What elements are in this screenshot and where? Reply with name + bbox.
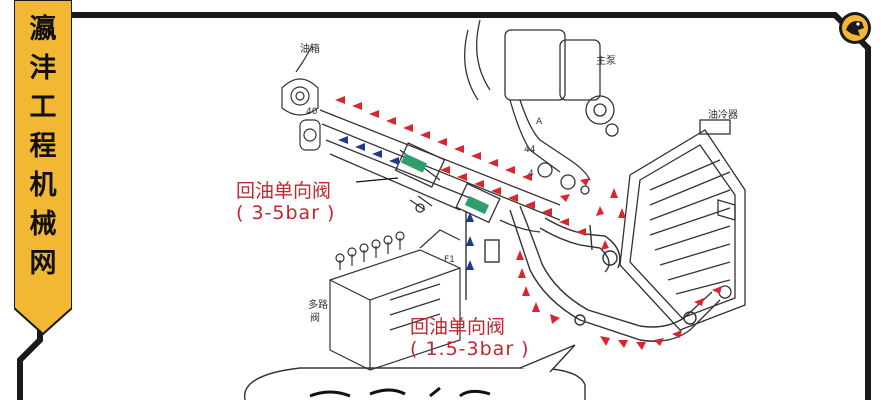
part-label-40: 40: [306, 107, 318, 117]
side-tab-char: 瀛: [29, 14, 57, 45]
check-valve-markers: [401, 153, 490, 215]
check-valve-2-name: 回油单向阀: [410, 316, 506, 338]
multi-way-valve: [329, 229, 461, 371]
label-leaders: [355, 177, 467, 300]
check-valve-1-name: 回油单向阀: [236, 180, 332, 202]
side-tab-char: 工: [29, 92, 57, 123]
side-tab-char: 械: [29, 209, 57, 240]
side-tab: [14, 0, 72, 336]
dinosaur-logo-icon: [839, 12, 871, 44]
side-tab-char: 沣: [29, 53, 57, 84]
side-tab-char: 机: [29, 170, 57, 201]
speech-bubble: [243, 344, 586, 401]
blue-flow-arrows: [338, 136, 474, 270]
oil-tank: [281, 45, 321, 151]
side-tab-char: 网: [29, 248, 57, 279]
red-flow-arrows: [335, 96, 722, 350]
main-pump-label: 主泵: [596, 56, 616, 67]
check-valve-2-range: ( 1.5-3bar ): [410, 338, 530, 360]
oil-cooler: [619, 119, 746, 331]
oil-tank-label: 油箱: [300, 44, 320, 55]
side-tab-char: 程: [29, 131, 57, 162]
oil-cooler-label: 油冷器: [708, 110, 738, 121]
multi-way-valve-label-2: 阀: [310, 313, 320, 324]
part-label-44: 44: [524, 145, 536, 155]
return-pipes: [319, 109, 561, 233]
multi-way-valve-label-1: 多路: [308, 300, 328, 311]
part-label-4: 4: [528, 169, 534, 179]
check-valve-1-range: ( 3-5bar ): [236, 202, 336, 224]
cooler-return-pipes: [484, 205, 721, 342]
part-label-f1: F1: [444, 255, 455, 265]
side-tab-text: 瀛 沣 工 程 机 械 网: [14, 10, 72, 283]
main-pump: [464, 19, 619, 195]
part-label-a: A: [536, 117, 543, 127]
